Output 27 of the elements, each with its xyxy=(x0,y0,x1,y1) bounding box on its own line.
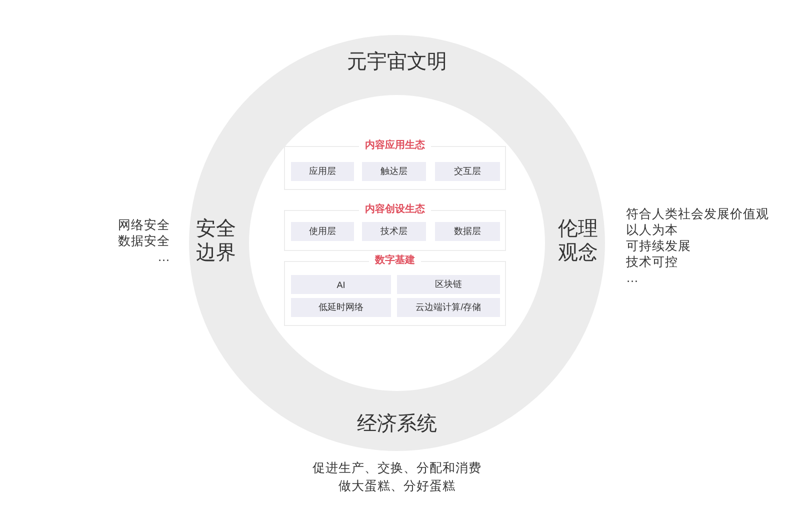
layer-cell: 数据层 xyxy=(435,222,500,241)
layer-cell: 云边端计算/存储 xyxy=(397,298,500,317)
note-text: 网络安全 xyxy=(118,217,170,233)
ring-title: 伦理观念 xyxy=(557,217,599,265)
note-text: … xyxy=(626,270,638,286)
note-text: 可持续发展 xyxy=(626,238,691,254)
note-text: 促进生产、交换、分配和消费 xyxy=(312,460,482,476)
note-text: 以人为本 xyxy=(626,222,678,238)
note-text: … xyxy=(158,249,170,265)
layer-cell: 低延时网络 xyxy=(291,298,391,317)
panel-heading: 内容应用生态 xyxy=(359,140,431,152)
ring-title: 安全边界 xyxy=(195,217,237,265)
panel-heading: 数字基建 xyxy=(369,255,421,267)
note-text: 做大蛋糕、分好蛋糕 xyxy=(338,478,456,494)
layer-cell: 使用层 xyxy=(291,222,354,241)
layer-cell: 技术层 xyxy=(362,222,426,241)
layer-cell: 应用层 xyxy=(291,162,354,181)
panel-heading: 内容创设生态 xyxy=(359,204,431,216)
layer-cell: 交互层 xyxy=(435,162,500,181)
layer-cell: AI xyxy=(291,275,391,294)
layer-cell: 区块链 xyxy=(397,275,500,294)
ring-title: 经济系统 xyxy=(356,412,438,436)
note-text: 符合人类社会发展价值观 xyxy=(626,206,769,222)
ring-title: 元宇宙文明 xyxy=(346,50,448,74)
note-text: 数据安全 xyxy=(118,233,170,249)
layer-cell: 触达层 xyxy=(362,162,426,181)
note-text: 技术可控 xyxy=(626,254,678,270)
